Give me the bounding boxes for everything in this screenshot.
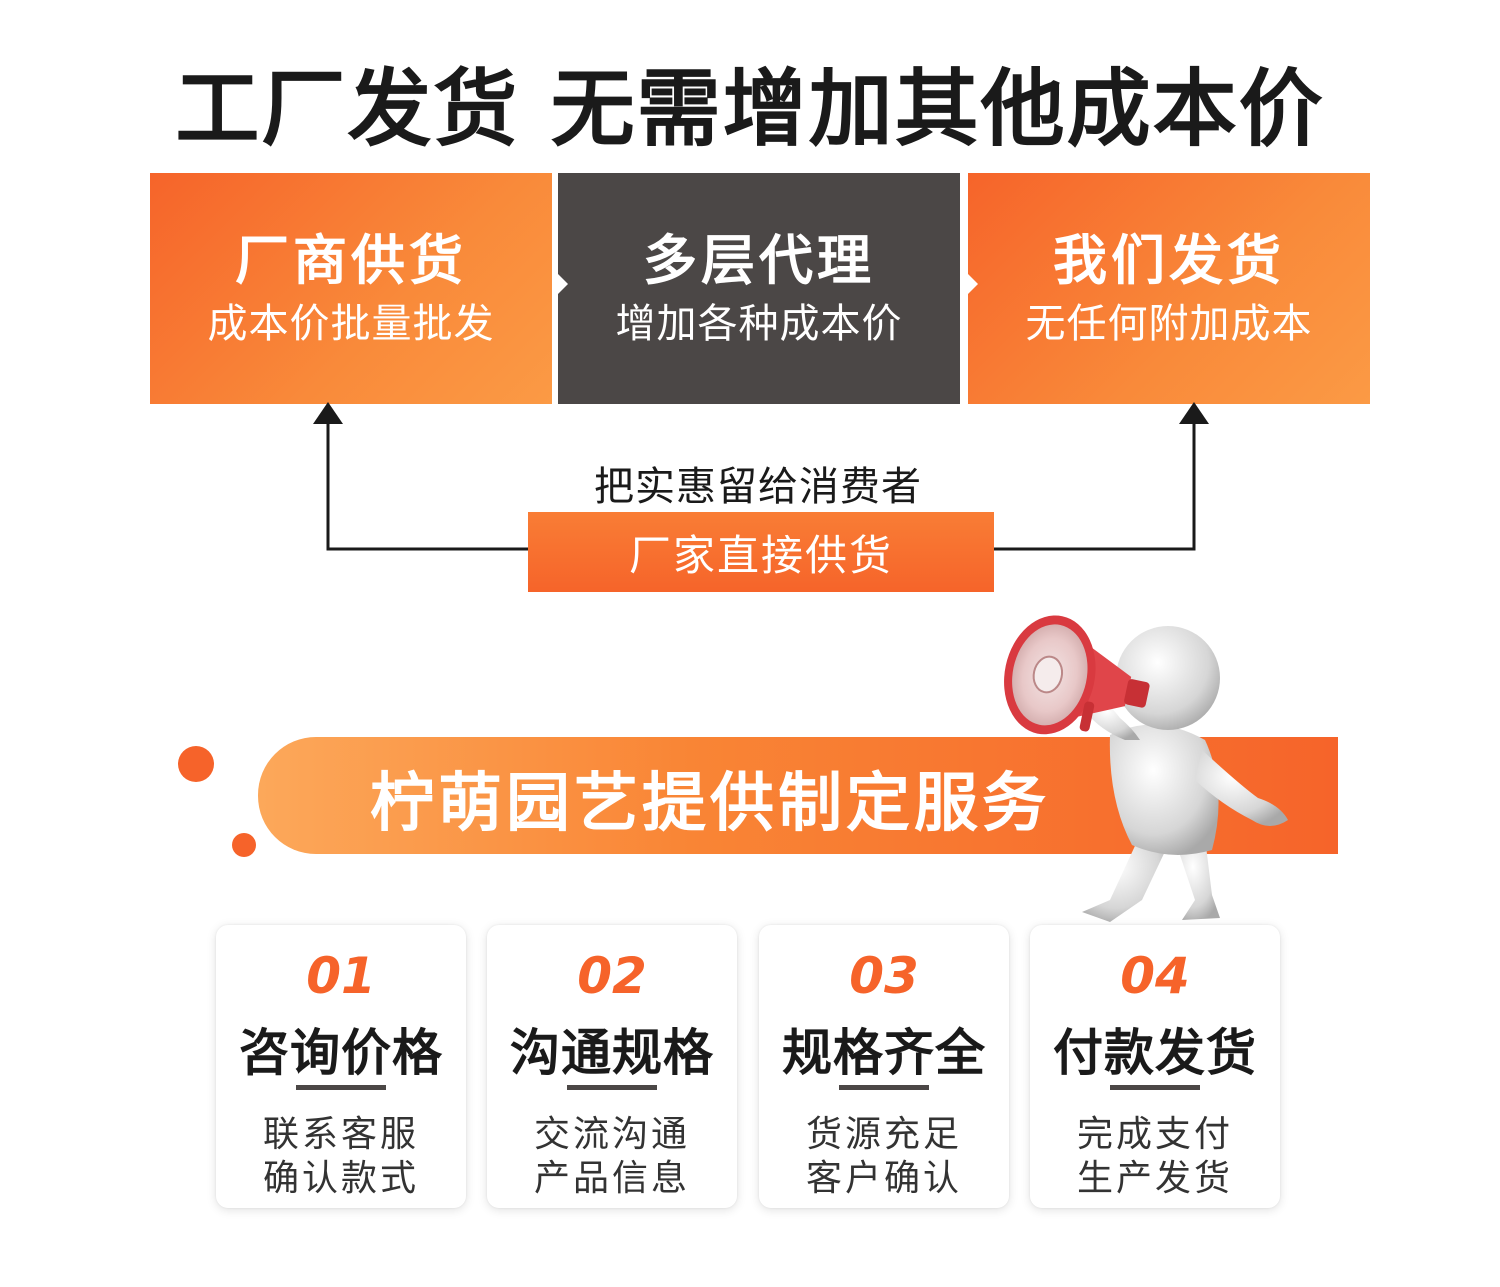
panel-agents: 多层代理 增加各种成本价	[558, 173, 960, 404]
panel-title: 多层代理	[643, 229, 875, 293]
step-number: 04	[1120, 947, 1190, 1005]
panel-subtitle: 增加各种成本价	[615, 300, 903, 347]
step-number: 01	[306, 947, 376, 1005]
step-title: 付款发货	[1053, 1024, 1257, 1082]
decor-dot	[178, 746, 214, 782]
step-card: 01 咨询价格 联系客服 确认款式	[216, 925, 466, 1208]
step-card: 02 沟通规格 交流沟通 产品信息	[487, 925, 737, 1208]
chevron-right-icon	[962, 268, 978, 300]
megaphone-figure-icon	[1004, 615, 1288, 922]
step-title: 咨询价格	[239, 1024, 443, 1082]
panel-title: 我们发货	[1053, 229, 1285, 293]
step-line: 货源充足	[805, 1114, 962, 1155]
step-line: 确认款式	[262, 1158, 419, 1199]
step-card: 04 付款发货 完成支付 生产发货	[1030, 925, 1280, 1208]
divider	[1110, 1085, 1200, 1090]
benefit-text: 把实惠留给消费者	[594, 464, 922, 510]
divider	[296, 1085, 386, 1090]
divider	[839, 1085, 929, 1090]
step-line: 交流沟通	[533, 1114, 690, 1155]
step-line: 客户确认	[805, 1158, 962, 1199]
step-title: 规格齐全	[782, 1024, 986, 1082]
panel-subtitle: 无任何附加成本	[1025, 300, 1313, 347]
direct-supply-label: 厂家直接供货	[628, 530, 893, 580]
service-banner-text: 柠萌园艺提供制定服务	[370, 767, 1050, 841]
panel-us: 我们发货 无任何附加成本	[968, 173, 1370, 404]
divider	[567, 1085, 657, 1090]
decor-dot	[232, 833, 256, 857]
chevron-right-icon	[552, 268, 568, 300]
direct-supply-box: 厂家直接供货	[528, 512, 994, 592]
step-line: 联系客服	[262, 1114, 419, 1155]
panel-title: 厂商供货	[235, 229, 467, 293]
step-line: 完成支付	[1076, 1114, 1233, 1155]
page-headline: 工厂发货 无需增加其他成本价	[175, 60, 1325, 158]
panel-subtitle: 成本价批量批发	[207, 300, 495, 347]
step-line: 产品信息	[533, 1158, 690, 1199]
step-number: 03	[849, 947, 919, 1005]
panel-manufacturer: 厂商供货 成本价批量批发	[150, 173, 552, 404]
step-title: 沟通规格	[510, 1024, 714, 1082]
step-line: 生产发货	[1076, 1158, 1233, 1199]
arrow-up-icon	[1179, 402, 1209, 424]
step-card: 03 规格齐全 货源充足 客户确认	[759, 925, 1009, 1208]
step-number: 02	[577, 947, 647, 1005]
arrow-up-icon	[313, 402, 343, 424]
